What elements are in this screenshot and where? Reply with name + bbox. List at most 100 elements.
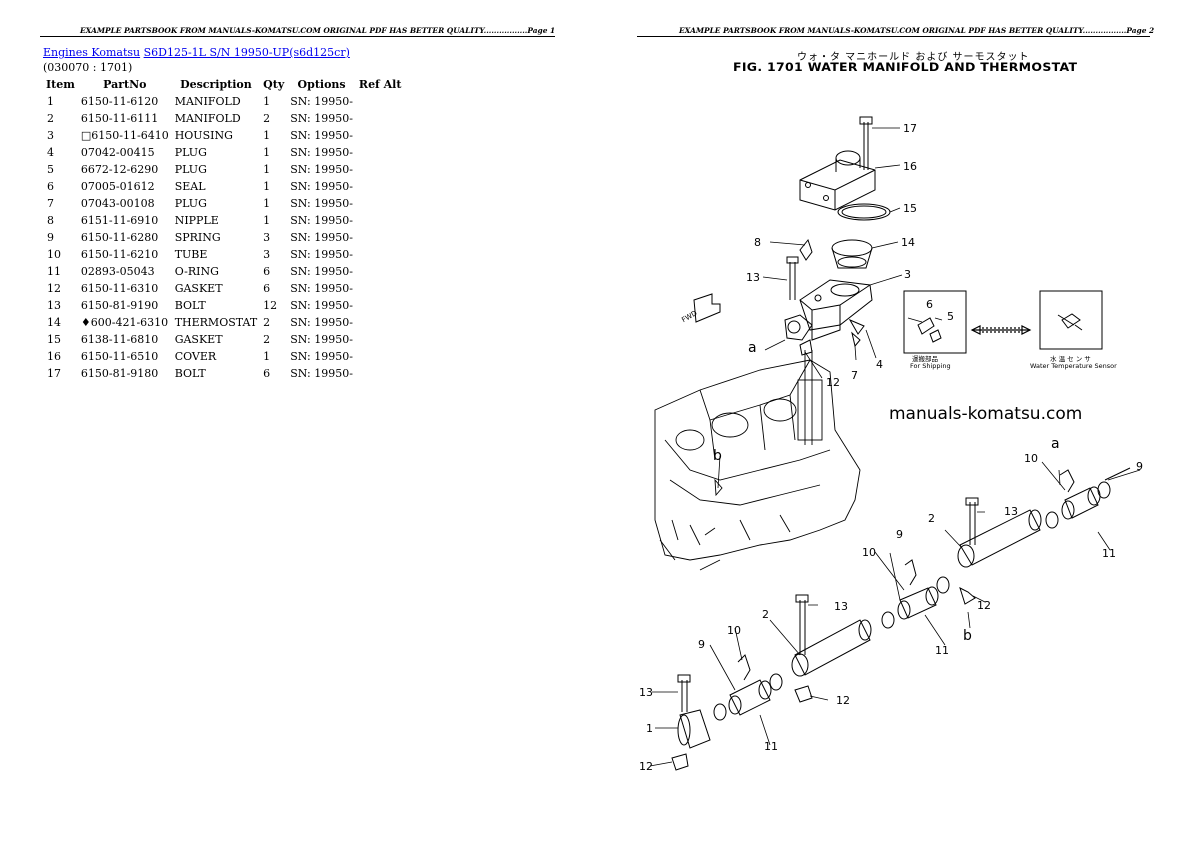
header-rule: [40, 36, 555, 37]
cell-partno: 6151-11-6910: [80, 214, 159, 227]
cell-description: GASKET: [174, 333, 223, 346]
cell-qty: 1: [263, 197, 271, 210]
column-header-options: Options: [297, 78, 346, 91]
table-row: 13 6150-81-9190 BOLT 12 SN: 19950-: [43, 297, 404, 314]
page-header-2: EXAMPLE PARTSBOOK FROM MANUALS-KOMATSU.C…: [679, 26, 1155, 35]
cell-qty: 6: [263, 265, 271, 278]
manifold-segment-upper: [957, 467, 1131, 568]
cell-options: SN: 19950-: [290, 350, 353, 363]
manifold-segment-lower: [671, 654, 813, 771]
cell-qty: 2: [263, 112, 271, 125]
callout-label: 17: [903, 122, 917, 135]
cell-qty: 2: [263, 333, 271, 346]
cell-description: MANIFOLD: [174, 95, 241, 108]
cell-description: BOLT: [174, 299, 206, 312]
cell-options: SN: 19950-: [290, 214, 353, 227]
cell-options: SN: 19950-: [290, 146, 353, 159]
cell-description: TUBE: [174, 248, 208, 261]
cell-item: 15: [47, 333, 61, 346]
cell-qty: 3: [263, 231, 271, 244]
breadcrumb-link-engines[interactable]: Engines Komatsu: [43, 46, 141, 59]
cell-description: GASKET: [174, 282, 223, 295]
cell-partno: 6150-11-6510: [80, 350, 159, 363]
cell-partno: 6138-11-6810: [80, 333, 159, 346]
cell-item: 2: [47, 112, 54, 125]
callout-label: 10: [727, 624, 741, 637]
cell-partno: 07005-01612: [80, 180, 155, 193]
cell-options: SN: 19950-: [290, 112, 353, 125]
cell-options: SN: 19950-: [290, 163, 353, 176]
manifold-segment-middle: [791, 559, 976, 677]
cell-qty: 12: [263, 299, 278, 312]
callout-label: 5: [947, 310, 954, 323]
callout-label: 11: [1102, 547, 1116, 560]
cell-partno: 6150-81-9190: [80, 299, 159, 312]
callout-label: 10: [1024, 452, 1038, 465]
cell-options: SN: 19950-: [290, 299, 353, 312]
callout-label: 2: [928, 512, 935, 525]
cell-qty: 1: [263, 146, 271, 159]
column-header-qty: Qty: [263, 78, 285, 91]
column-header-description: Description: [180, 78, 252, 91]
cell-item: 12: [47, 282, 61, 295]
callout-label: 11: [764, 740, 778, 753]
callout-label: 9: [896, 528, 903, 541]
cell-partno: 6150-11-6280: [80, 231, 159, 244]
callout-label: b: [963, 628, 972, 644]
inset-sensor-caption: Water Temperature Sensor: [1030, 362, 1117, 370]
callout-label: 6: [926, 298, 933, 311]
callout-label: 9: [1136, 460, 1143, 473]
cell-qty: 1: [263, 95, 271, 108]
figure-code: (030070 : 1701): [43, 61, 133, 74]
engine-block-drawing: [654, 350, 861, 571]
cell-qty: 1: [263, 214, 271, 227]
cover-assembly: [786, 116, 891, 300]
cell-item: 13: [47, 299, 61, 312]
cell-item: 4: [47, 146, 54, 159]
cell-partno: 6150-11-6310: [80, 282, 159, 295]
inset-sensor-jp: 水 温 セ ン サ: [1050, 354, 1091, 363]
cell-description: PLUG: [174, 197, 207, 210]
column-header-ref-alt: Ref Alt: [358, 78, 402, 91]
cell-item: 8: [47, 214, 54, 227]
breadcrumb-link-model[interactable]: S6D125-1L S/N 19950-UP(s6d125cr): [143, 46, 350, 59]
cell-options: SN: 19950-: [290, 367, 353, 380]
cell-description: O-RING: [174, 265, 219, 278]
callout-label: b: [713, 448, 722, 464]
callout-label: 7: [851, 369, 858, 382]
housing-drawing: [693, 279, 873, 356]
column-header-partno: PartNo: [103, 78, 147, 91]
page-header: EXAMPLE PARTSBOOK FROM MANUALS-KOMATSU.C…: [80, 26, 556, 35]
column-header-item: Item: [46, 78, 75, 91]
cell-options: SN: 19950-: [290, 248, 353, 261]
cell-options: SN: 19950-: [290, 231, 353, 244]
cell-partno: 6150-11-6111: [80, 112, 159, 125]
inset-shipping-jp: 運搬部品: [912, 354, 938, 363]
callout-label: 11: [935, 644, 949, 657]
callout-label: 16: [903, 160, 917, 173]
cell-description: BOLT: [174, 367, 206, 380]
callout-label: 13: [1004, 505, 1018, 518]
figure-title-japanese: ウォ・タ マニホールド および サーモスタット: [797, 52, 1030, 63]
header-rule-2: [637, 36, 1150, 37]
cell-description: THERMOSTAT: [174, 316, 258, 329]
callout-label: 12: [977, 599, 991, 612]
callout-label: 13: [746, 271, 760, 284]
cell-item: 9: [47, 231, 54, 244]
cell-description: PLUG: [174, 163, 207, 176]
parts-table: Item PartNo Description Qty Options Ref …: [43, 76, 404, 382]
cell-partno: □6150-11-6410: [80, 129, 169, 142]
cell-description: HOUSING: [174, 129, 233, 142]
callout-label: 1: [646, 722, 653, 735]
cell-options: SN: 19950-: [290, 129, 353, 142]
